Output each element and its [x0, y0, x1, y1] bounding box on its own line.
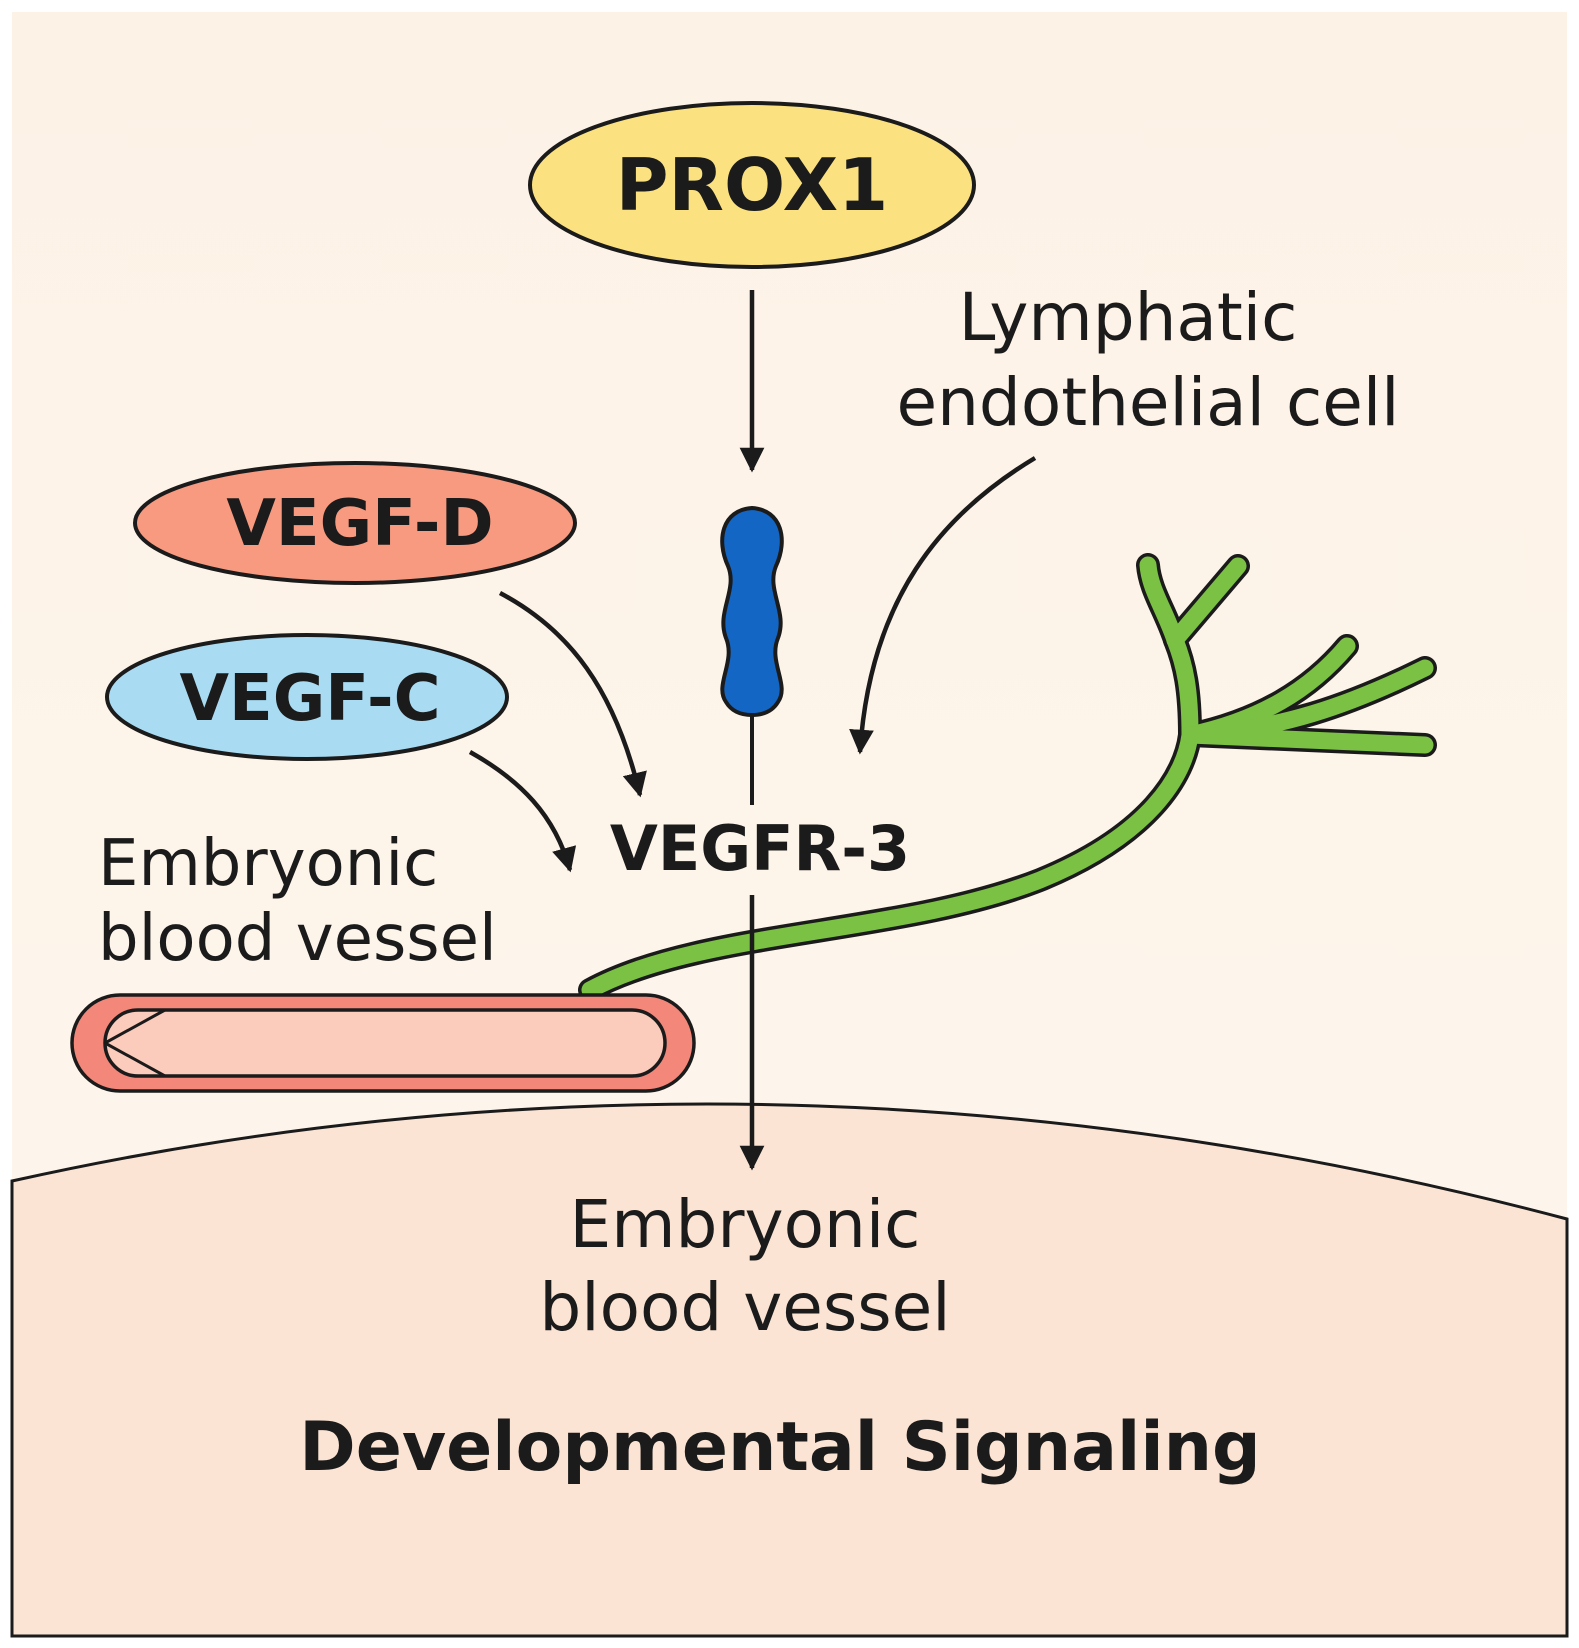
- vessel-left-label-line1: Embryonic: [98, 827, 438, 901]
- vegf-d-label: VEGF-D: [226, 487, 493, 561]
- blood-vessel-tube: [70, 993, 696, 1093]
- vegf-c-node: VEGF-C: [105, 633, 509, 761]
- tissue-surface: [10, 1102, 1569, 1638]
- prox1-node: PROX1: [528, 101, 976, 269]
- vessel-bottom-label-line2: blood vessel: [539, 1269, 950, 1346]
- vegf-c-arrow: [468, 750, 577, 873]
- lymphatic-cell-arrow: [849, 456, 1037, 755]
- vegf-c-label: VEGF-C: [179, 662, 440, 736]
- vessel-bottom-label-line1: Embryonic: [570, 1186, 921, 1263]
- vessel-left-label: Embryonic blood vessel: [98, 827, 497, 976]
- vessel-left-label-line2: blood vessel: [98, 902, 497, 976]
- vegfr-3-label: VEGFR-3: [610, 812, 910, 885]
- vegf-d-node: VEGF-D: [133, 461, 577, 585]
- lymphatic-cell-label-line1: Lymphatic: [959, 279, 1298, 356]
- prox1-label: PROX1: [616, 143, 888, 227]
- vessel-bottom-label: Embryonic blood vessel: [539, 1186, 950, 1346]
- lymphatic-cell-label: Lymphatic endothelial cell: [896, 279, 1399, 441]
- vegfr-3-receptor: [720, 505, 784, 805]
- vegf-d-arrow: [498, 591, 647, 798]
- arrows: [468, 290, 1037, 1171]
- lymphatic-cell-label-line2: endothelial cell: [896, 364, 1399, 441]
- diagram-title: Developmental Signaling: [299, 1408, 1260, 1487]
